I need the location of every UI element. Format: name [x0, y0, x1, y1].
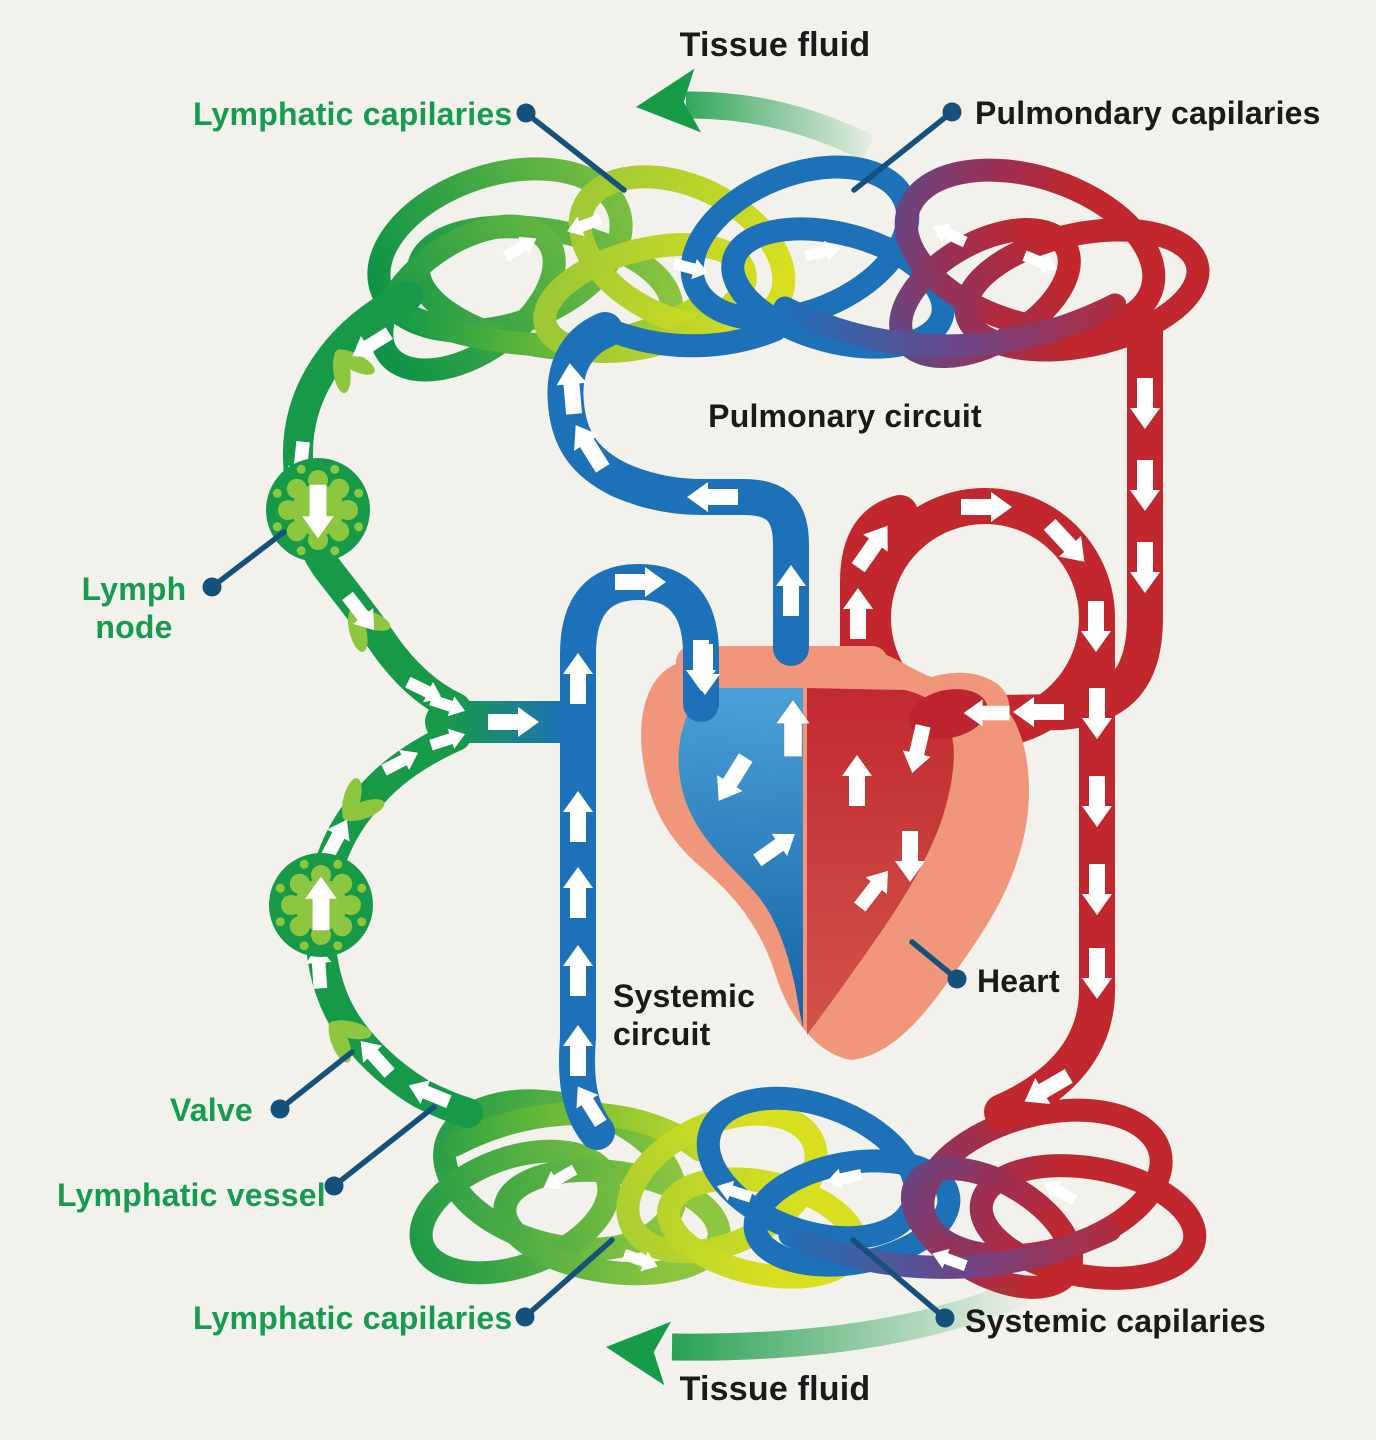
leader-lymphatic-vessel — [324, 1104, 437, 1196]
leader-heart — [909, 939, 967, 989]
lymph-node-upper — [266, 458, 370, 562]
pulmonary-capillaries-red — [773, 158, 1210, 369]
bottom-capillary-bed — [409, 1086, 1207, 1299]
leader-lines — [202, 102, 967, 1328]
valve-marker — [341, 778, 385, 822]
leader-valve — [270, 1049, 355, 1119]
label-lymph-node-line2: node — [95, 609, 173, 645]
pulmonary-vein — [920, 312, 1163, 732]
valve-marker — [328, 1020, 372, 1063]
label-tissue-fluid-bottom: Tissue fluid — [679, 1370, 871, 1408]
leader-lymphatic-capillaries-top — [516, 103, 627, 193]
leader-pulmonary-capillaries — [851, 102, 962, 193]
leader-lymph-node — [202, 529, 287, 597]
label-lymphatic-vessel: Lymphatic vessel — [57, 1177, 326, 1213]
aorta-ascending — [840, 495, 918, 670]
aorta-descending — [984, 600, 1115, 1130]
label-lymph-node-line1: Lymph — [81, 571, 187, 607]
heart-group — [641, 646, 1030, 1060]
tissue-fluid-arrow-top — [636, 68, 875, 161]
label-tissue-fluid-top: Tissue fluid — [679, 26, 871, 64]
lymphatic-vessel-chain — [266, 281, 587, 1128]
leader-lymphatic-capillaries-bottom — [515, 1237, 615, 1327]
label-lymphatic-capillaries-top: Lymphatic capilaries — [193, 96, 513, 132]
leader-systemic-capillaries — [850, 1237, 955, 1328]
label-pulmonary-circuit: Pulmonary circuit — [708, 398, 982, 434]
lymph-node-lower — [269, 853, 373, 957]
label-systemic-circuit-line1: Systemic — [613, 978, 756, 1014]
label-valve: Valve — [170, 1092, 253, 1128]
label-lymphatic-capillaries-bottom: Lymphatic capilaries — [193, 1300, 513, 1336]
heart-atrium-red — [908, 689, 988, 739]
label-systemic-capillaries: Systemic capilaries — [965, 1303, 1266, 1339]
tissue-fluid-arrow-bottom — [606, 1279, 1028, 1386]
label-lymph-node: Lymph node — [82, 570, 187, 646]
label-systemic-circuit: Systemic circuit — [613, 977, 755, 1053]
top-capillary-bed — [367, 155, 1210, 382]
label-systemic-circuit-line2: circuit — [613, 1016, 711, 1052]
label-heart: Heart — [977, 963, 1060, 999]
valve-marker — [332, 349, 375, 394]
pulmonary-capillaries-blue — [598, 155, 955, 359]
label-pulmonary-capillaries: Pulmondary capilaries — [975, 95, 1321, 131]
